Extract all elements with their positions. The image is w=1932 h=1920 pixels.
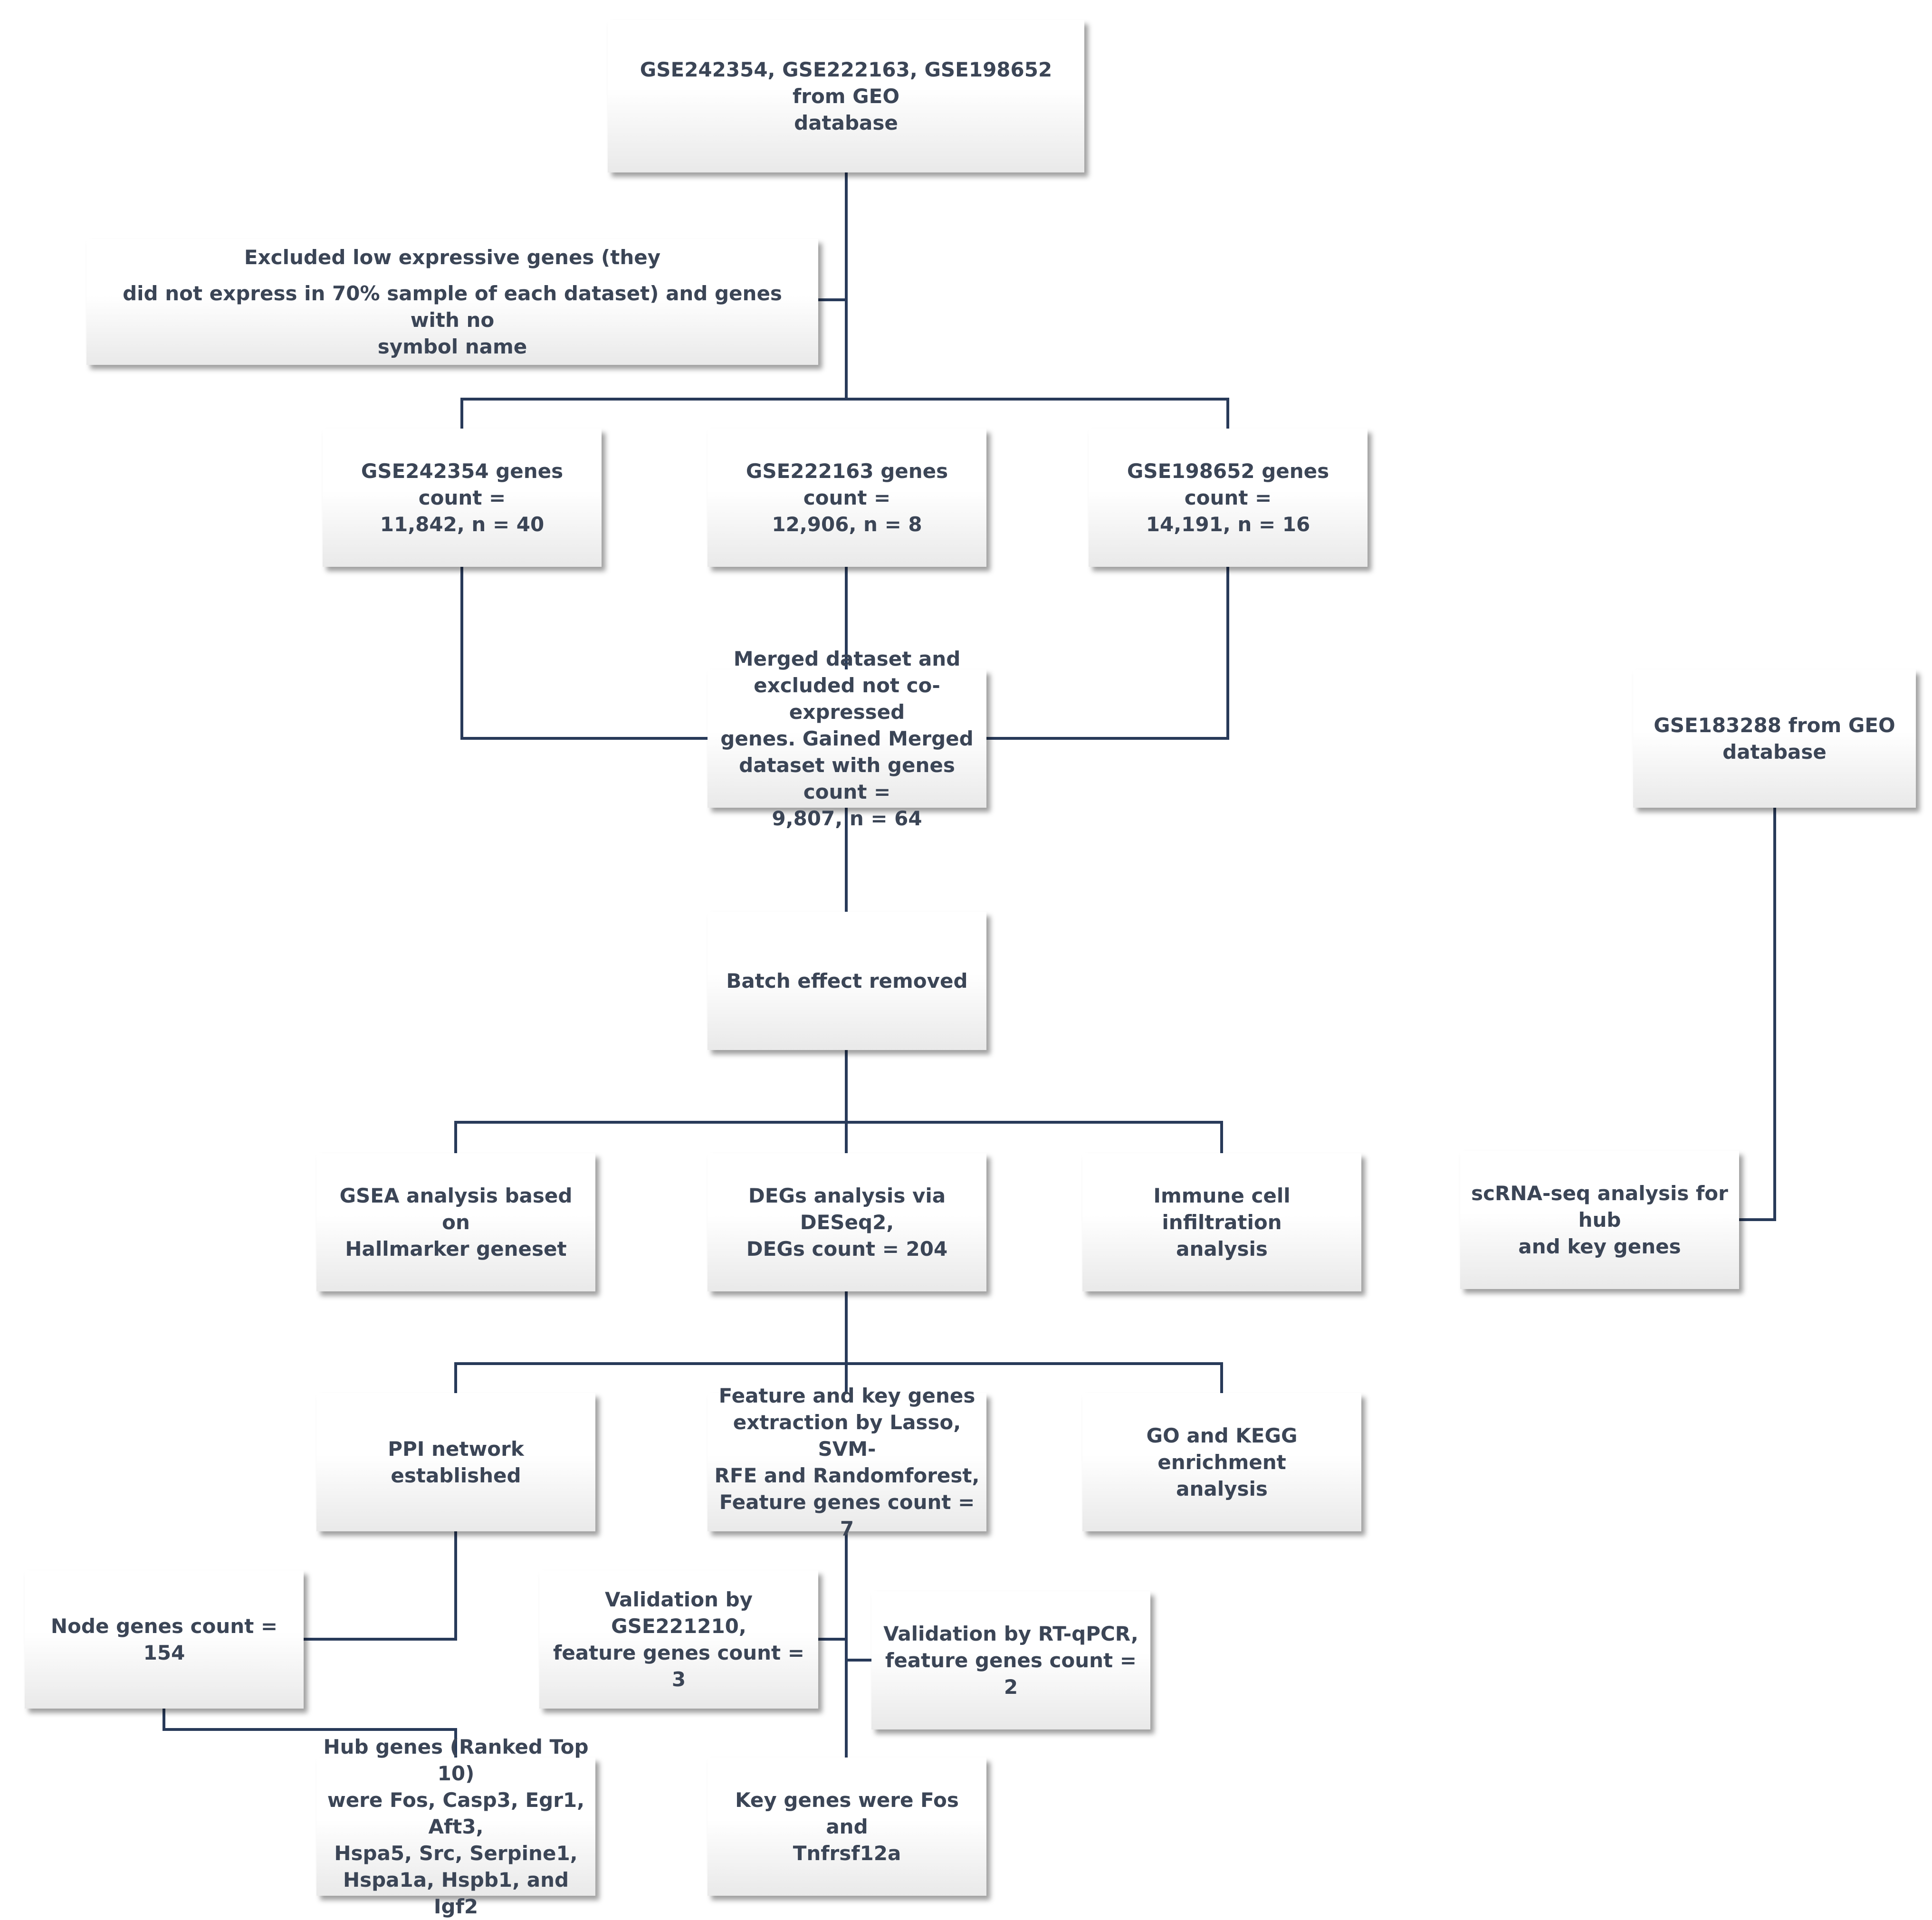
gse183288-label: GSE183288 from GEO database [1654,713,1895,764]
connector-split-downstream [454,1362,1223,1393]
merged-dataset-box: Merged dataset and excluded not co-expre… [708,647,986,830]
gse222163-box: GSE222163 genes count = 12,906, n = 8 [708,429,986,567]
gse183288-box: GSE183288 from GEO database [1633,669,1916,808]
connector-node-to-hub [163,1709,457,1758]
gse242354-box: GSE242354 genes count = 11,842, n = 40 [323,429,602,567]
ppi-network-box: PPI network established [316,1393,595,1531]
validation-gse-box: Validation by GSE221210, feature genes c… [539,1570,818,1709]
batch-effect-label: Batch effect removed [726,969,968,993]
validation-gse-label: Validation by GSE221210, feature genes c… [553,1587,804,1691]
go-kegg-label: GO and KEGG enrichment analysis [1146,1423,1298,1500]
go-kegg-box: GO and KEGG enrichment analysis [1082,1393,1361,1531]
merged-dataset-label: Merged dataset and excluded not co-expre… [720,647,974,830]
key-genes-label: Key genes were Fos and Tnfrsf12a [735,1788,959,1865]
geo-source-label: GSE242354, GSE222163, GSE198652 from GEO… [640,57,1052,134]
gsea-box: GSEA analysis based on Hallmarker genese… [316,1153,595,1291]
node-genes-label: Node genes count = 154 [50,1614,278,1664]
ppi-network-label: PPI network established [388,1437,524,1487]
feature-genes-label: Feature and key genes extraction by Lass… [714,1384,980,1540]
gse198652-box: GSE198652 genes count = 14,191, n = 16 [1089,429,1368,567]
connector-split-datasets [460,398,1229,429]
validation-qpcr-label: Validation by RT-qPCR, feature genes cou… [883,1622,1138,1699]
gse222163-label: GSE222163 genes count = 12,906, n = 8 [746,459,948,536]
immune-infiltration-box: Immune cell infiltration analysis [1082,1153,1361,1291]
node-genes-box: Node genes count = 154 [25,1570,304,1709]
gse198652-label: GSE198652 genes count = 14,191, n = 16 [1127,459,1329,536]
scrna-seq-label: scRNA-seq analysis for hub and key genes [1471,1181,1728,1258]
geo-source-box: GSE242354, GSE222163, GSE198652 from GEO… [608,20,1084,172]
feature-genes-box: Feature and key genes extraction by Lass… [708,1384,986,1540]
immune-infiltration-label: Immune cell infiltration analysis [1153,1184,1291,1261]
gsea-label: GSEA analysis based on Hallmarker genese… [339,1184,573,1261]
gse242354-label: GSE242354 genes count = 11,842, n = 40 [361,459,564,536]
hub-genes-box: Hub genes (Ranked Top 10) were Fos, Casp… [316,1735,595,1918]
validation-qpcr-box: Validation by RT-qPCR, feature genes cou… [871,1591,1150,1729]
connector-left-dataset-to-merged [460,567,708,740]
exclusion-label-line2: did not express in 70% sample of each da… [123,281,782,358]
connector-right-dataset-to-merged [986,567,1229,740]
degs-label: DEGs analysis via DESeq2, DEGs count = 2… [746,1184,948,1261]
hub-genes-label: Hub genes (Ranked Top 10) were Fos, Casp… [323,1735,589,1918]
connector-split-analyses [454,1121,1223,1153]
scrna-seq-box: scRNA-seq analysis for hub and key genes [1460,1151,1739,1289]
connector-ppi-to-node [304,1531,457,1641]
connector-geo2-to-scrna [1739,808,1776,1221]
exclusion-label-line1: Excluded low expressive genes (they [244,245,661,269]
degs-box: DEGs analysis via DESeq2, DEGs count = 2… [708,1153,986,1291]
exclusion-label: Excluded low expressive genes (they did … [95,244,810,360]
key-genes-box: Key genes were Fos and Tnfrsf12a [708,1758,986,1896]
exclusion-box: Excluded low expressive genes (they did … [86,239,818,365]
batch-effect-box: Batch effect removed [708,912,986,1050]
